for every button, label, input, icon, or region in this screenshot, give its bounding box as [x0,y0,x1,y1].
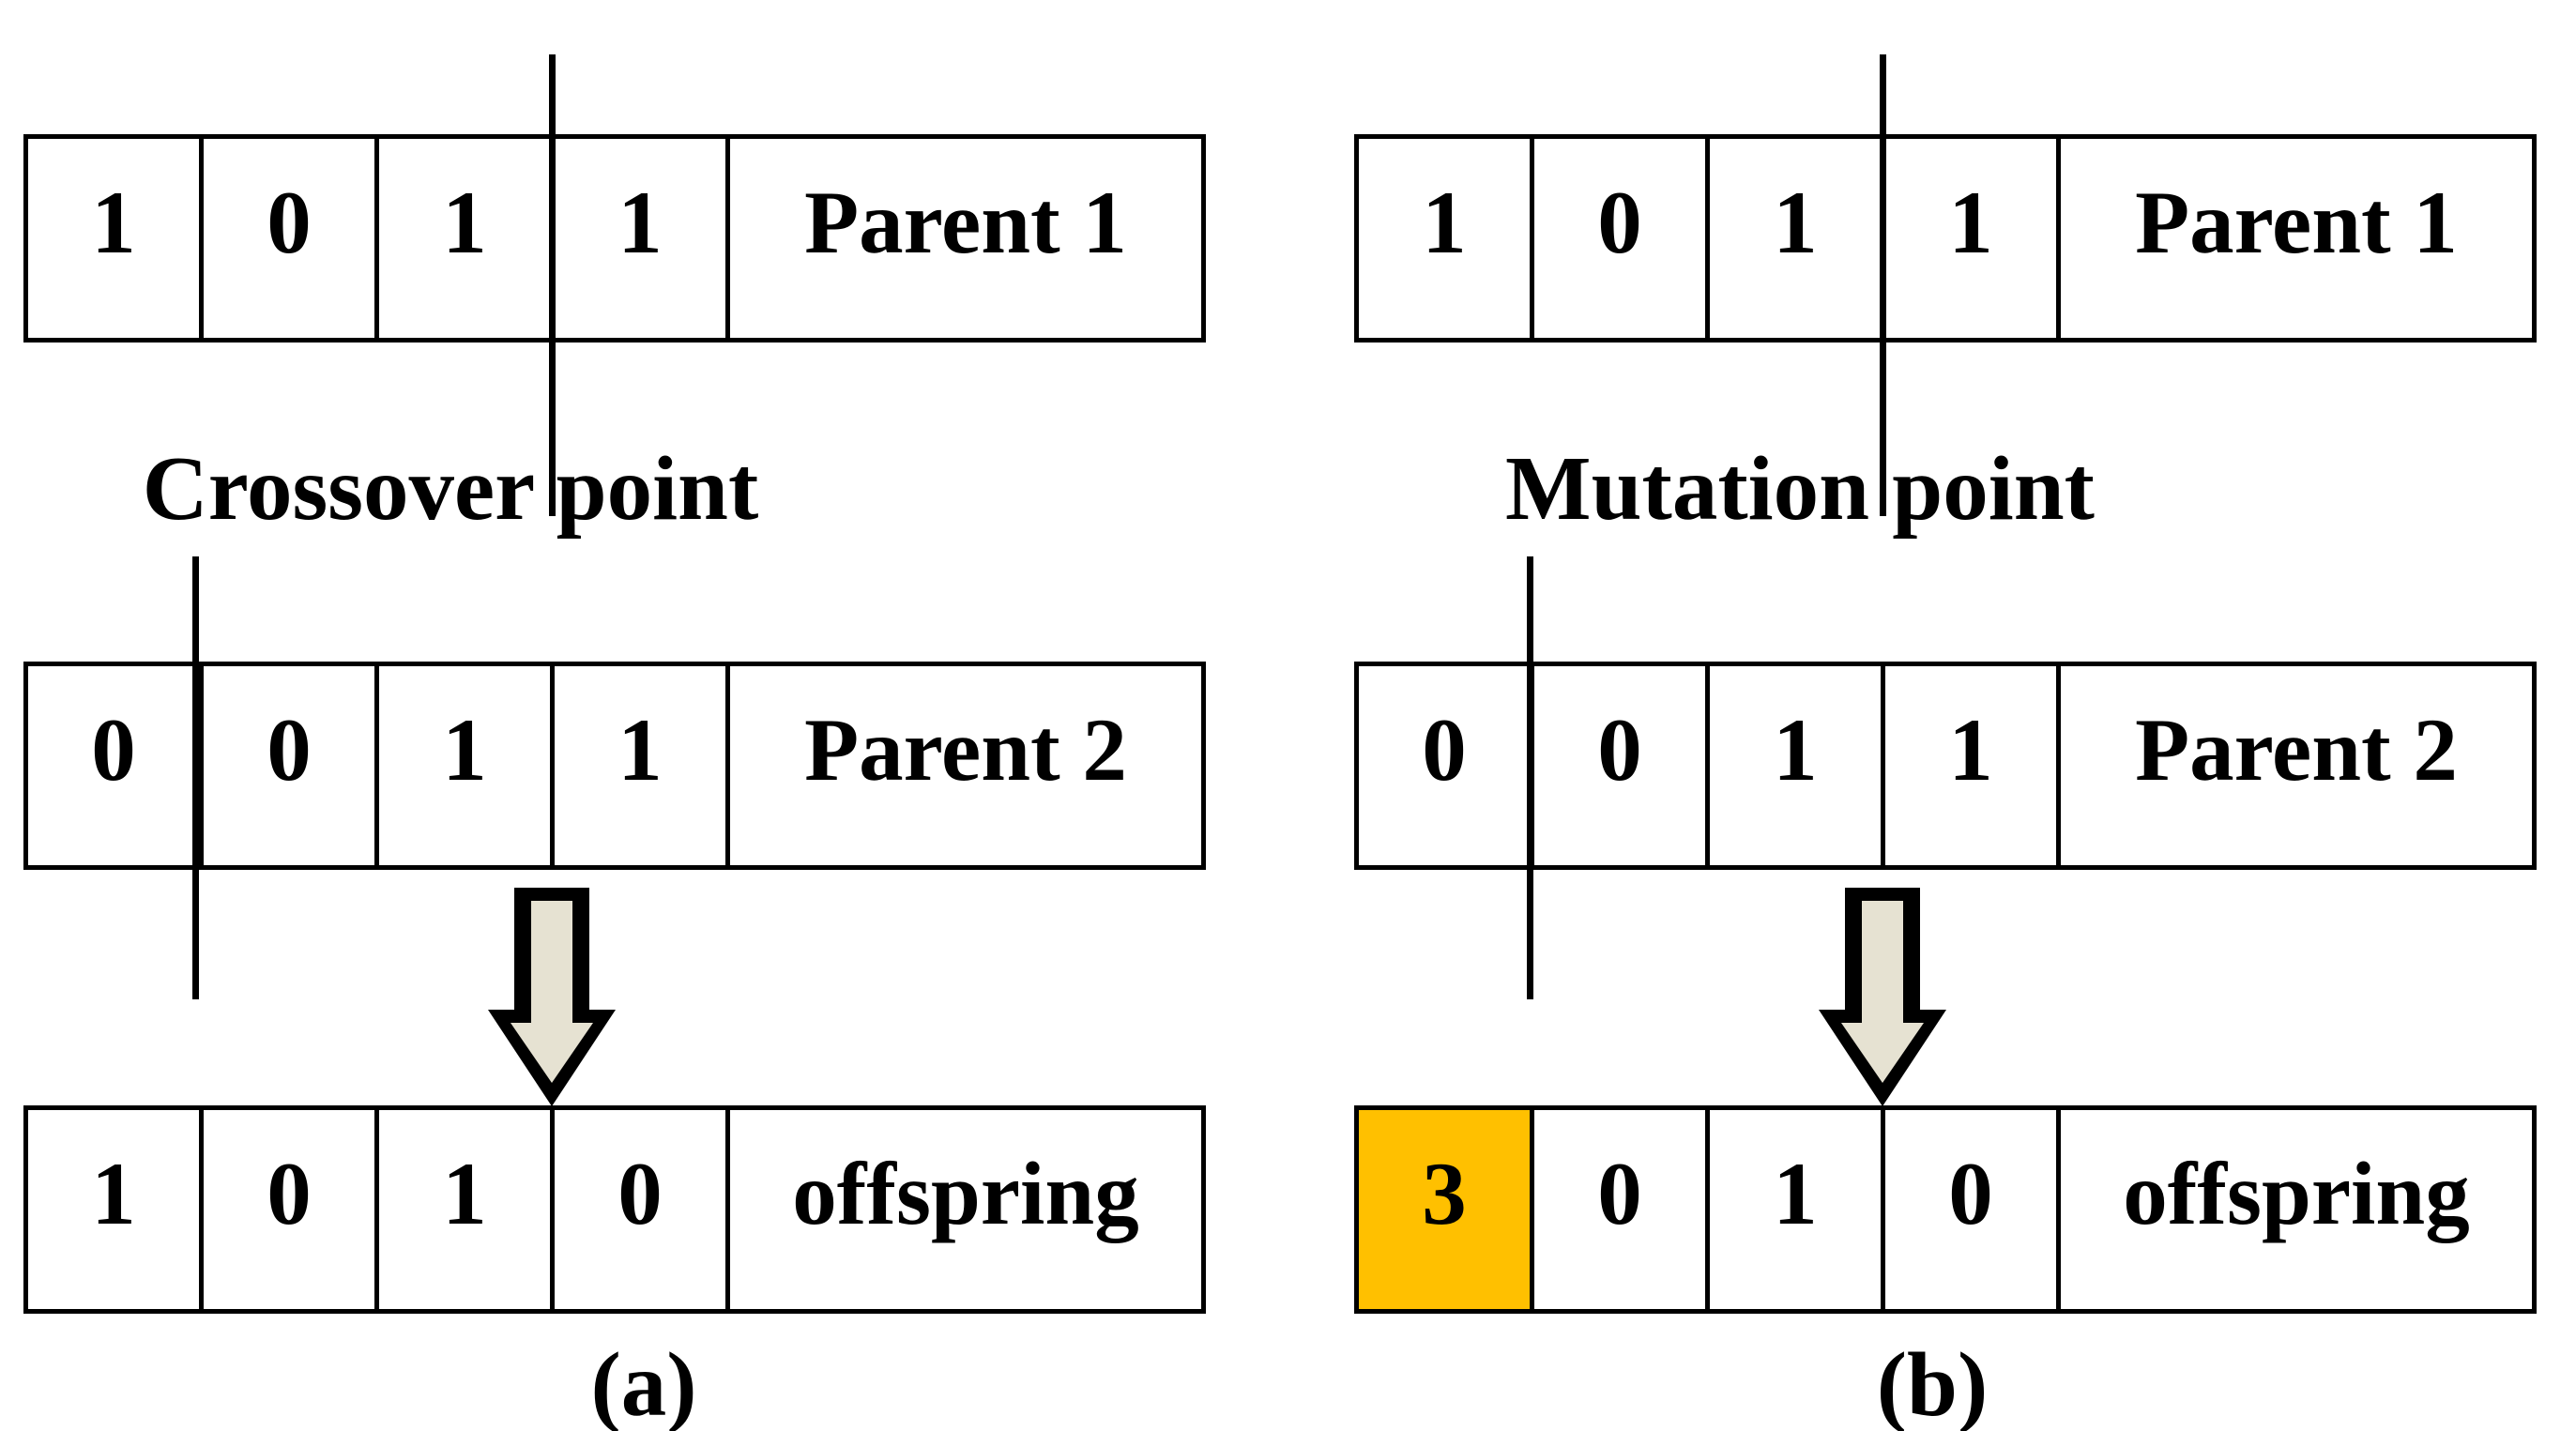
gene-cell: 0 [204,666,379,865]
parent1-row-b: 1 0 1 1 Parent 1 [1354,134,2537,343]
gene-cell: 1 [1885,139,2061,338]
parent2-row-a: 0 0 1 1 Parent 2 [23,662,1206,870]
gene-cell: 1 [1710,666,1885,865]
mutation-point-line-lower [1527,556,1533,999]
mutation-point-line-upper [1880,54,1886,516]
parent1-row-a: 1 0 1 1 Parent 1 [23,134,1206,343]
mutated-gene-cell: 3 [1359,1110,1534,1309]
parent2-row-b: 0 0 1 1 Parent 2 [1354,662,2537,870]
gene-cell: 1 [28,139,204,338]
offspring-row-a: 1 0 1 0 offspring [23,1105,1206,1314]
gene-cell: 1 [28,1110,204,1309]
gene-cell: 0 [28,666,204,865]
row-label: Parent 1 [2135,173,2458,272]
gene-cell: 1 [1710,139,1885,338]
caption-b: (b) [1876,1334,1989,1431]
gene-cell: 1 [379,1110,555,1309]
gene-cell: 0 [1534,666,1710,865]
crossover-point-line-lower [192,556,199,999]
crossover-point-label: Crossover point [142,438,759,539]
gene-cell: 1 [379,139,555,338]
gene-cell: 0 [555,1110,730,1309]
gene-cell: 0 [1359,666,1534,865]
row-label: Parent 2 [2135,700,2458,799]
caption-a: (a) [590,1334,697,1431]
gene-cell: 0 [1885,1110,2061,1309]
gene-cell: 1 [555,666,730,865]
row-label: Parent 1 [804,173,1127,272]
gene-cell: 1 [555,139,730,338]
gene-cell: 1 [379,666,555,865]
gene-cell: 0 [204,139,379,338]
row-label: offspring [792,1144,1139,1243]
row-label: offspring [2123,1144,2470,1243]
gene-cell: 1 [1359,139,1534,338]
down-arrow-icon [1819,888,1946,1106]
gene-cell: 0 [1534,139,1710,338]
panel-crossover: 1 0 1 1 Parent 1 Crossover point 0 0 1 1… [23,54,1206,1431]
gene-cell: 0 [1534,1110,1710,1309]
gene-cell: 0 [204,1110,379,1309]
down-arrow-icon [488,888,616,1106]
panel-mutation: 1 0 1 1 Parent 1 Mutation point 0 0 1 1 … [1288,0,2576,1431]
row-label: Parent 2 [804,700,1127,799]
mutation-point-label: Mutation point [1505,438,2095,539]
gene-cell: 1 [1710,1110,1885,1309]
crossover-point-line-upper [549,54,556,516]
gene-cell: 1 [1885,666,2061,865]
offspring-row-b: 3 0 1 0 offspring [1354,1105,2537,1314]
